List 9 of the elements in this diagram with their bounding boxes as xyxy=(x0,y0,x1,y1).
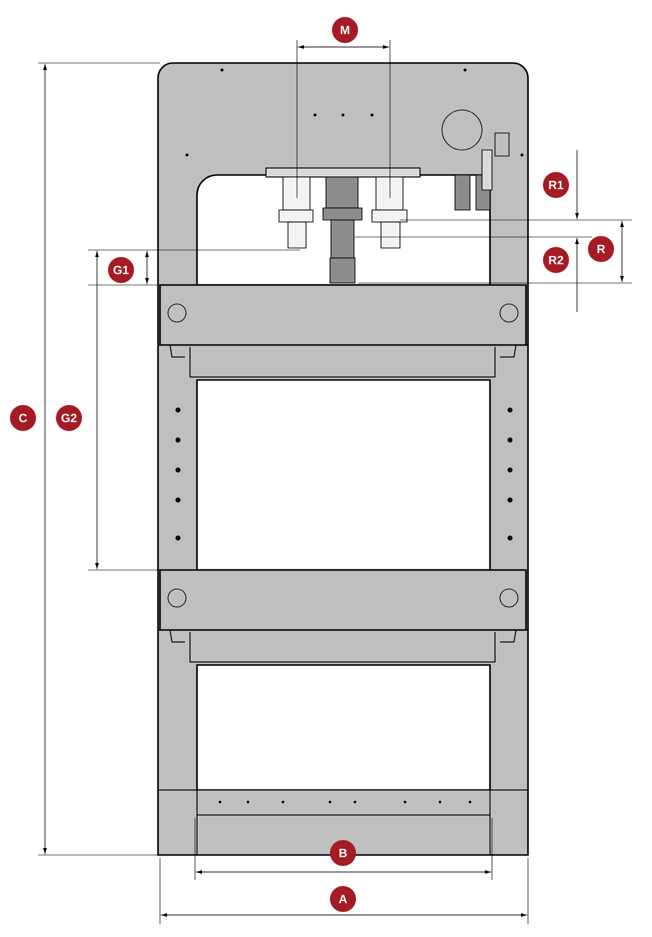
callout-label: R1 xyxy=(543,172,569,198)
callout-label: M xyxy=(332,17,358,43)
callout-label: G1 xyxy=(108,257,134,283)
callout-label: A xyxy=(330,886,356,912)
callout-label: R2 xyxy=(543,247,569,273)
callout-label: G2 xyxy=(56,405,82,431)
callout-label: B xyxy=(330,840,356,866)
callout-label: R xyxy=(588,236,614,262)
callout-label: C xyxy=(10,405,36,431)
